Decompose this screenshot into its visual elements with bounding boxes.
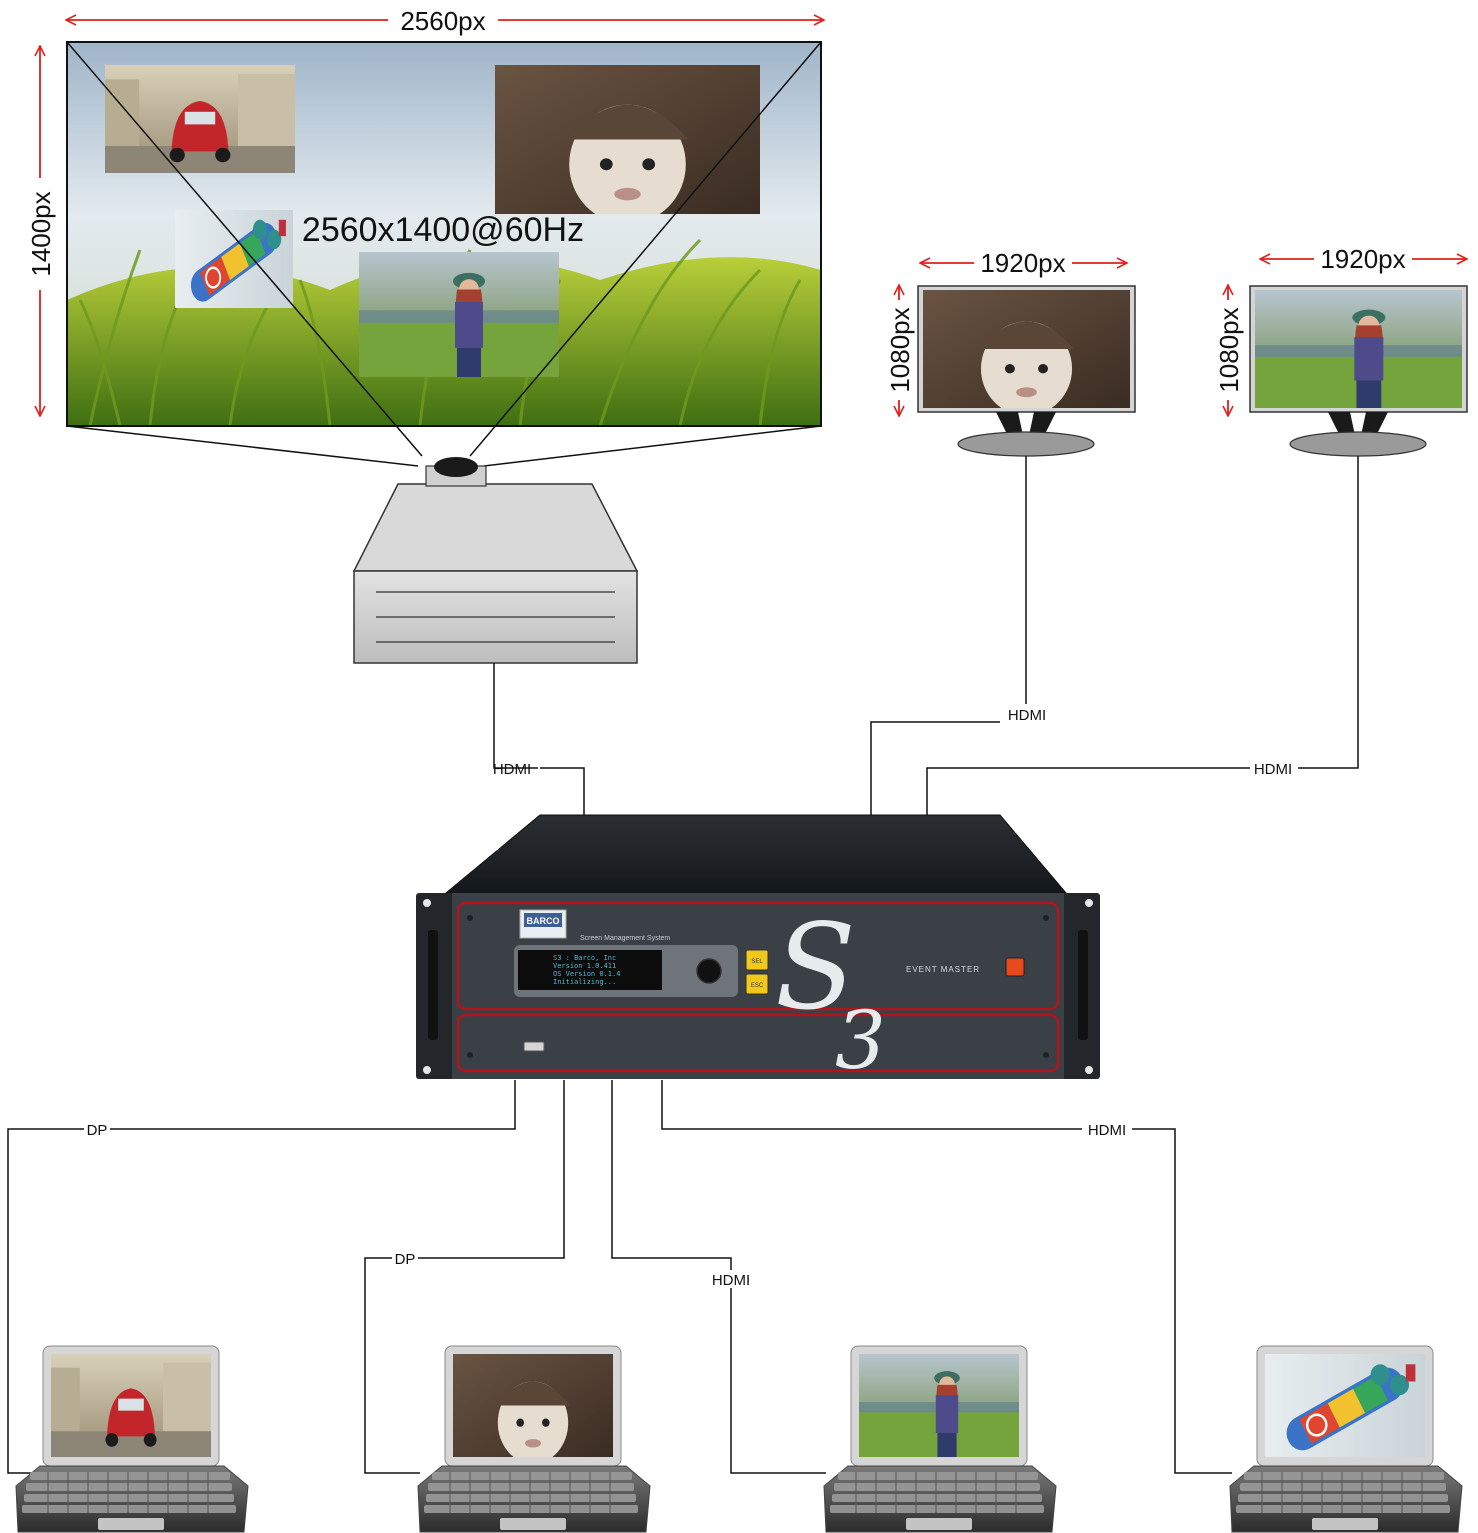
label-dp-laptop2: DP (395, 1251, 416, 1268)
monitor-right-height-dimension: 1080px (1214, 285, 1244, 416)
cable-laptop1-b (7, 1128, 84, 1474)
svg-text:3: 3 (835, 994, 886, 1087)
monitor-left-width-label: 1920px (980, 248, 1065, 278)
event-master-s3: BARCO Screen Management System S3 : Barc… (416, 814, 1100, 1087)
cable-projector-b (540, 767, 585, 815)
baby-photo (495, 65, 760, 214)
cable-laptop3-b (730, 1288, 826, 1474)
escape-button-label: ESC (751, 983, 764, 989)
laptop-3-screen (859, 1354, 1019, 1457)
laptop-3 (823, 1345, 1057, 1533)
power-button[interactable] (1005, 957, 1025, 977)
barco-logo: BARCO (527, 916, 560, 926)
projection-width-label: 2560px (400, 6, 485, 36)
laptop-2 (417, 1345, 651, 1533)
monitor-left (917, 285, 1136, 457)
cable-laptop2-a (418, 1080, 565, 1259)
label-hdmi-monitor-right: HDMI (1254, 761, 1292, 778)
lcd-line-1: S3 : Barco, Inc (553, 954, 616, 962)
select-button[interactable] (745, 949, 769, 971)
projection-height-dimension: 1400px (26, 46, 56, 416)
lcd-line-4: Initializing... (553, 978, 616, 986)
monitor-right-width-label: 1920px (1320, 244, 1405, 274)
lcd-line-3: OS Version 0.1.4 (553, 970, 620, 978)
cable-laptop1-a (110, 1080, 516, 1130)
escape-button[interactable] (745, 973, 769, 995)
monitor-left-width-dimension: 1920px (920, 248, 1127, 278)
cable-monitor-right-b (926, 767, 1250, 815)
laptop-1 (15, 1345, 249, 1533)
monitor-left-height-dimension: 1080px (885, 285, 915, 416)
monitor-right-screen (1255, 290, 1462, 408)
resolution-label: 2560x1400@60Hz (302, 211, 584, 249)
select-button-label: SEL (751, 959, 763, 965)
cable-monitor-right-a (1298, 456, 1359, 769)
projection-height-label: 1400px (26, 191, 56, 276)
woman-photo (359, 252, 559, 377)
device-subtitle: Screen Management System (580, 935, 670, 942)
usb-port (523, 1041, 545, 1052)
connection-labels: HDMI HDMI HDMI DP DP HDMI HDMI (87, 707, 1293, 1289)
cable-laptop4-a (661, 1080, 1082, 1130)
laptop-4 (1229, 1345, 1463, 1533)
monitor-left-screen (923, 290, 1130, 408)
label-hdmi-laptop4: HDMI (1088, 1122, 1126, 1139)
projector (352, 457, 639, 664)
cable-monitor-left-b (870, 721, 1000, 815)
label-hdmi-projector: HDMI (493, 761, 531, 778)
cable-projector-a (493, 663, 538, 769)
monitor-right-height-label: 1080px (1214, 307, 1244, 392)
cable-laptop3-a (611, 1080, 732, 1270)
monitor-right (1249, 285, 1468, 457)
connection-lines (7, 456, 1359, 1474)
monitor-right-width-dimension: 1920px (1260, 244, 1467, 274)
laptop-4-screen (1265, 1354, 1425, 1457)
s3-logo: S 3 (775, 898, 886, 1087)
control-knob[interactable] (696, 958, 722, 984)
svg-text:S: S (775, 898, 856, 1036)
laptop-1-screen (51, 1354, 211, 1457)
label-dp-laptop1: DP (87, 1122, 108, 1139)
label-hdmi-monitor-left: HDMI (1008, 707, 1046, 724)
lcd-line-2: Version 1.0.411 (553, 962, 616, 970)
projection-screen: 2560x1400@60Hz (66, 41, 822, 467)
projection-width-dimension: 2560px (66, 6, 824, 36)
cable-laptop4-b (1132, 1128, 1232, 1474)
label-hdmi-laptop3: HDMI (712, 1272, 750, 1289)
cable-laptop2-b (364, 1257, 420, 1474)
laptop-2-screen (453, 1354, 613, 1457)
event-master-label: EVENT MASTER (906, 965, 980, 974)
skateboard-photo (175, 210, 293, 308)
monitor-left-height-label: 1080px (885, 307, 915, 392)
